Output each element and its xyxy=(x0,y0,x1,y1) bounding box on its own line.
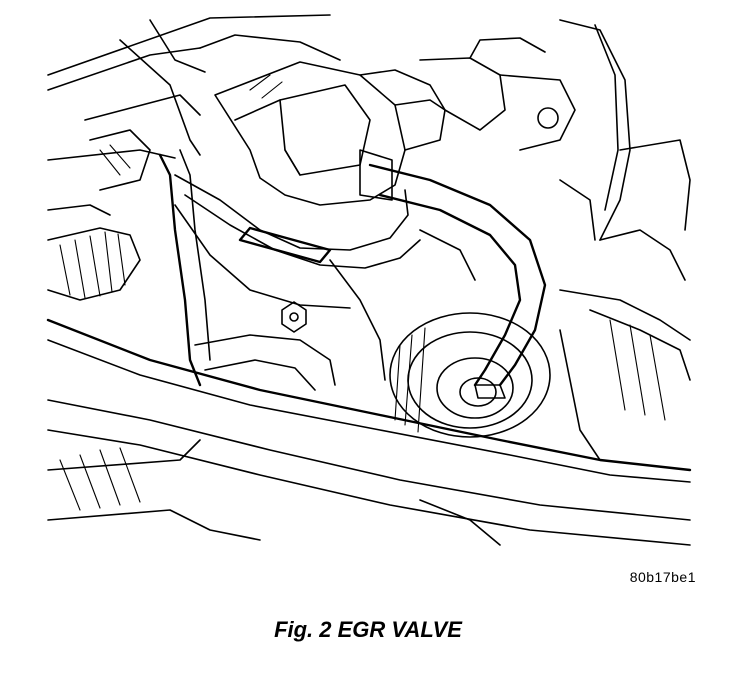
figure-code: 80b17be1 xyxy=(629,569,696,585)
lower-hoses xyxy=(46,318,692,546)
left-wiring-harness xyxy=(47,149,211,387)
egr-valve-body xyxy=(214,37,576,206)
pulley xyxy=(389,312,551,438)
egr-valve-flange xyxy=(174,174,421,309)
egr-valve-illustration xyxy=(46,14,692,546)
misc-engine-details xyxy=(89,74,596,381)
vacuum-hose xyxy=(359,149,547,399)
mounting-bolt xyxy=(281,301,307,333)
upper-left-housing xyxy=(47,14,341,216)
figure-caption: Fig. 2 EGR VALVE xyxy=(274,617,462,642)
right-side-components xyxy=(559,19,691,461)
lower-coolant-hose xyxy=(194,334,336,391)
